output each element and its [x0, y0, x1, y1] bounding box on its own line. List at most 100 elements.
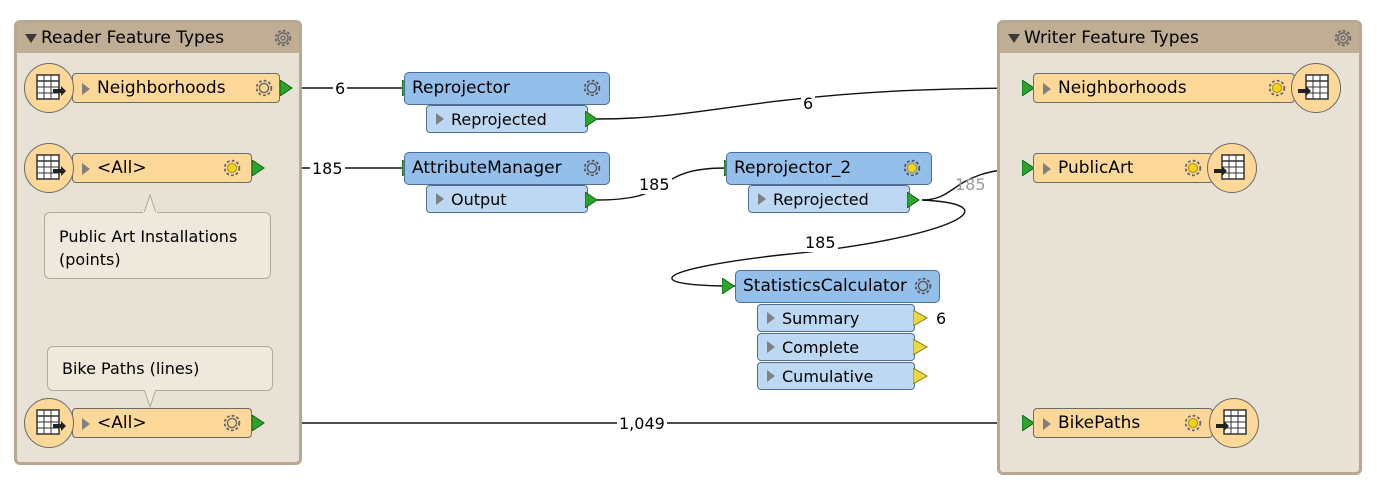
table-arrow-icon [36, 154, 66, 180]
output-port-icon[interactable] [585, 192, 599, 208]
transformer-name: AttributeManager [412, 158, 562, 178]
feature-count: 185 [637, 175, 672, 194]
annotation-pointer [143, 388, 157, 408]
transformer-reprojector[interactable]: Reprojector [404, 72, 610, 105]
sun-gear-icon[interactable] [221, 157, 243, 179]
annotation-pointer [143, 194, 157, 214]
annotation-bike-paths[interactable]: Bike Paths (lines) [47, 346, 273, 391]
writer-table-arrow-icon[interactable] [1291, 63, 1341, 113]
port-cumulative[interactable]: Cumulative [757, 362, 915, 390]
output-port-unconnected-icon[interactable] [913, 339, 929, 355]
transformer-statisticscalculator[interactable]: StatisticsCalculator [735, 270, 940, 303]
reader-bookmark-title: Reader Feature Types [41, 28, 225, 48]
port-reprojected[interactable]: Reprojected [748, 185, 910, 213]
expand-arrow-icon[interactable] [436, 113, 444, 125]
feature-count: 6 [333, 79, 348, 98]
transformer-name: Reprojector [412, 78, 510, 98]
feature-count: 185 [955, 175, 986, 194]
sun-gear-icon[interactable] [1266, 77, 1288, 99]
wire-reprojector2-stats [671, 199, 966, 287]
feature-count: 185 [803, 233, 838, 252]
writer-neighborhoods[interactable]: Neighborhoods [1033, 73, 1295, 103]
expand-arrow-icon[interactable] [758, 193, 766, 205]
writer-table-arrow-icon[interactable] [1207, 143, 1257, 193]
reader-all-lines[interactable]: <All> [72, 408, 252, 438]
expand-arrow-icon[interactable] [767, 341, 775, 353]
table-arrow-icon [1214, 154, 1245, 180]
output-port-icon[interactable] [252, 160, 266, 176]
feature-count: 6 [801, 94, 816, 113]
reader-table-arrow-icon[interactable] [24, 143, 74, 193]
gear-icon[interactable] [221, 412, 243, 434]
reader-bookmark-header[interactable]: Reader Feature Types [17, 23, 299, 53]
feature-count: 6 [936, 309, 947, 328]
port-label: Complete [782, 338, 860, 357]
output-port-unconnected-icon[interactable] [913, 310, 929, 326]
writer-bookmark-title: Writer Feature Types [1024, 28, 1199, 48]
feature-count: 185 [310, 159, 345, 178]
port-label: Output [451, 190, 507, 209]
reader-label: <All> [97, 158, 147, 178]
expand-arrow-icon[interactable] [436, 193, 444, 205]
input-port-icon[interactable] [1022, 80, 1036, 96]
collapse-triangle-icon[interactable] [1008, 34, 1020, 43]
reader-label: Neighborhoods [97, 78, 226, 98]
sun-gear-icon[interactable] [901, 157, 923, 179]
writer-label: Neighborhoods [1058, 78, 1187, 98]
writer-bookmark-header[interactable]: Writer Feature Types [1000, 23, 1359, 53]
gear-icon[interactable] [272, 27, 294, 49]
reader-label: <All> [97, 413, 147, 433]
expand-arrow-icon[interactable] [82, 163, 90, 175]
gear-icon[interactable] [1332, 27, 1354, 49]
output-port-icon[interactable] [907, 192, 921, 208]
writer-table-arrow-icon[interactable] [1209, 398, 1259, 448]
output-port-unconnected-icon[interactable] [913, 368, 929, 384]
table-arrow-icon [36, 74, 66, 100]
port-complete[interactable]: Complete [757, 333, 915, 361]
expand-arrow-icon[interactable] [767, 312, 775, 324]
collapse-triangle-icon[interactable] [25, 34, 37, 43]
output-port-icon[interactable] [252, 415, 266, 431]
input-port-icon[interactable] [722, 278, 736, 294]
output-port-icon[interactable] [280, 80, 294, 96]
port-summary[interactable]: Summary [757, 304, 915, 332]
sun-gear-icon[interactable] [1182, 157, 1204, 179]
port-label: Summary [782, 309, 860, 328]
writer-label: PublicArt [1058, 158, 1134, 178]
port-label: Reprojected [773, 190, 869, 209]
transformer-reprojector-2[interactable]: Reprojector_2 [726, 152, 932, 185]
reader-neighborhoods[interactable]: Neighborhoods [72, 73, 280, 103]
gear-icon[interactable] [581, 77, 603, 99]
port-reprojected[interactable]: Reprojected [426, 105, 588, 133]
port-output[interactable]: Output [426, 185, 588, 213]
reader-table-arrow-icon[interactable] [24, 398, 74, 448]
expand-arrow-icon[interactable] [1043, 83, 1051, 95]
input-port-icon[interactable] [1022, 415, 1036, 431]
reader-all-points[interactable]: <All> [72, 153, 252, 183]
feature-count: 1,049 [617, 414, 667, 433]
transformer-name: Reprojector_2 [734, 158, 852, 178]
port-label: Reprojected [451, 110, 547, 129]
expand-arrow-icon[interactable] [1043, 418, 1051, 430]
writer-bikepaths[interactable]: BikePaths [1033, 408, 1213, 438]
wire-reprojected-writer [596, 87, 1031, 120]
table-arrow-icon [1216, 409, 1247, 435]
writer-publicart[interactable]: PublicArt [1033, 153, 1213, 183]
gear-icon[interactable] [253, 77, 275, 99]
reader-table-arrow-icon[interactable] [24, 63, 74, 113]
gear-icon[interactable] [581, 157, 603, 179]
table-arrow-icon [36, 409, 66, 435]
expand-arrow-icon[interactable] [82, 83, 90, 95]
sun-gear-icon[interactable] [1182, 412, 1204, 434]
transformer-attributemanager[interactable]: AttributeManager [404, 152, 610, 185]
gear-icon[interactable] [912, 275, 934, 297]
expand-arrow-icon[interactable] [1043, 163, 1051, 175]
expand-arrow-icon[interactable] [82, 418, 90, 430]
writer-label: BikePaths [1058, 413, 1141, 433]
expand-arrow-icon[interactable] [767, 370, 775, 382]
output-port-icon[interactable] [585, 111, 599, 127]
annotation-public-art[interactable]: Public Art Installations (points) [44, 212, 271, 279]
transformer-name: StatisticsCalculator [743, 276, 908, 296]
input-port-icon[interactable] [1022, 160, 1036, 176]
port-label: Cumulative [782, 367, 874, 386]
